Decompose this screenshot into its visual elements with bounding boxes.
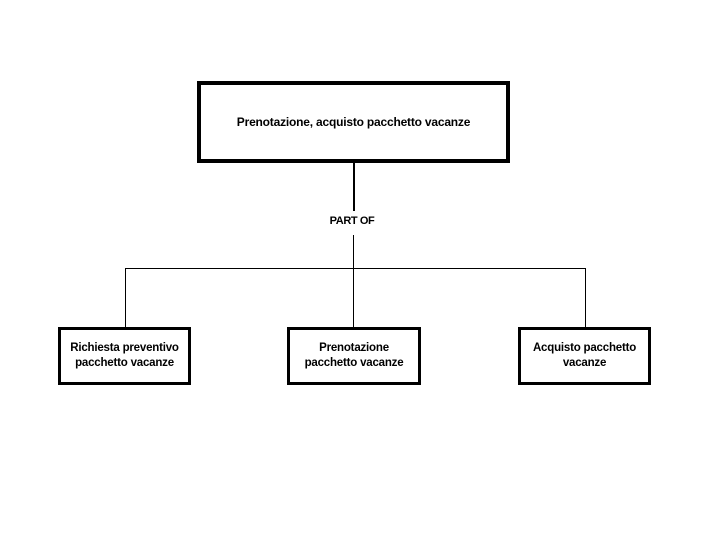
parent-entity-box: Prenotazione, acquisto pacchetto vacanze <box>197 81 510 163</box>
parent-entity-label: Prenotazione, acquisto pacchetto vacanze <box>236 115 471 129</box>
connector-parent-stub-line <box>353 163 355 211</box>
connector-drop-line-1 <box>125 268 126 327</box>
child-entity-label-line2: pacchetto vacanze <box>304 357 404 369</box>
connector-drop-line-2 <box>353 268 354 327</box>
child-entity-label-line1: Acquisto pacchetto <box>532 342 637 354</box>
child-entity-label-line2: pacchetto vacanze <box>75 357 174 369</box>
child-entity-box-acquisto: Acquisto pacchetto vacanze <box>518 327 651 385</box>
connector-relation-stub-line <box>353 235 354 268</box>
child-entity-label-line1: Richiesta preventivo <box>70 342 179 354</box>
child-entity-box-prenotazione: Prenotazione pacchetto vacanze <box>287 327 421 385</box>
part-of-label: PART OF <box>329 215 375 227</box>
connector-rail-line <box>125 268 586 269</box>
child-entity-box-richiesta: Richiesta preventivo pacchetto vacanze <box>58 327 191 385</box>
child-entity-label-line2: vacanze <box>562 357 607 369</box>
child-entity-label-line1: Prenotazione <box>319 342 389 354</box>
connector-drop-line-3 <box>585 268 586 327</box>
